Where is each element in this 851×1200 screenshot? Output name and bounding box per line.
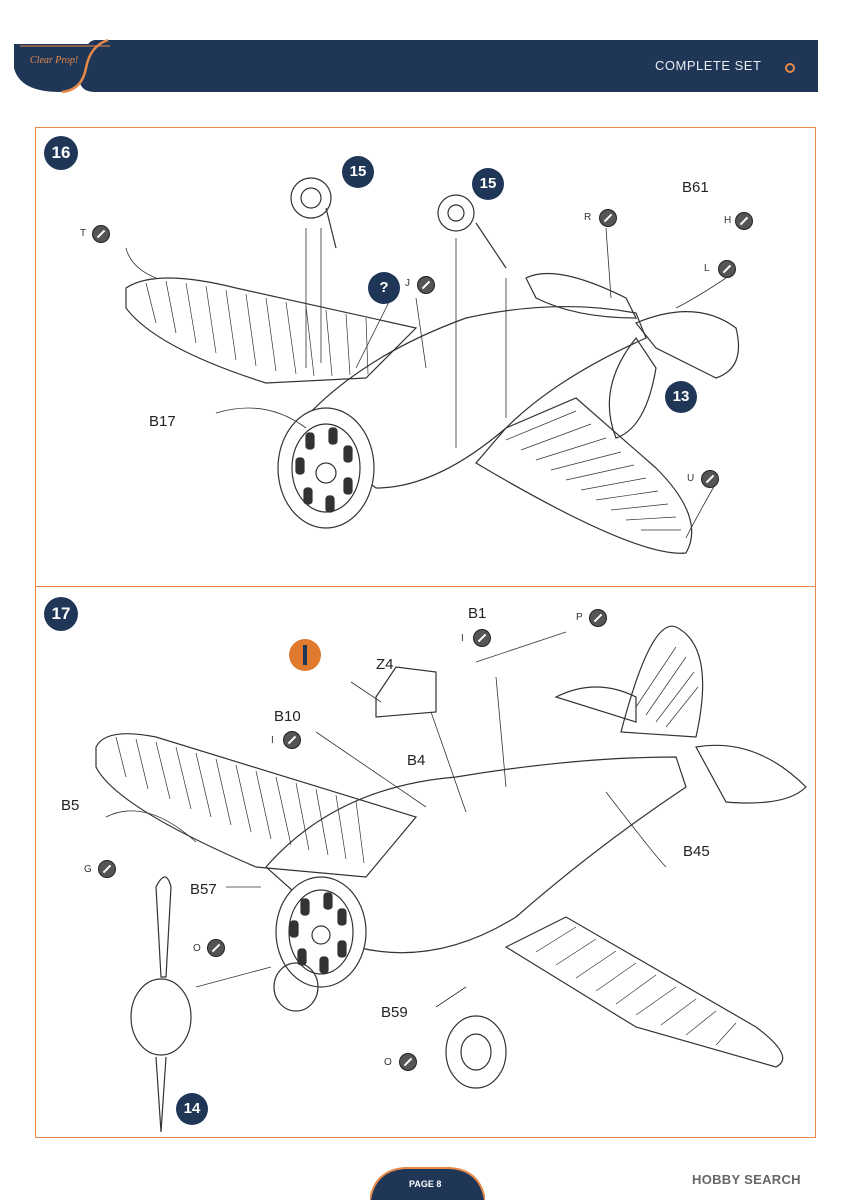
glue-icon xyxy=(207,939,225,957)
glue-label: I xyxy=(461,633,464,644)
glue-icon xyxy=(92,225,110,243)
glue-label: U xyxy=(687,473,695,484)
subassembly-badge: 13 xyxy=(665,381,697,413)
part-label-z4: Z4 xyxy=(376,656,394,673)
step-number: 16 xyxy=(44,136,78,170)
subassembly-badge: 15 xyxy=(472,168,504,200)
glue-label: O xyxy=(384,1057,392,1068)
part-label-b5: B5 xyxy=(61,797,80,814)
glue-icon xyxy=(599,209,617,227)
watermark: HOBBY SEARCH xyxy=(692,1172,801,1187)
glue-icon xyxy=(473,629,491,647)
logo: Clear Prop! xyxy=(30,50,90,80)
step-16-aircraft-drawing xyxy=(125,177,740,554)
question-icon: ? xyxy=(368,272,400,304)
glue-icon xyxy=(735,212,753,230)
subassembly-badge: 15 xyxy=(342,156,374,188)
glue-icon xyxy=(701,470,719,488)
step-16-panel: 16 15 15 13 ? B17 B61 T R H L J U xyxy=(35,127,816,587)
part-label-b10: B10 xyxy=(274,708,301,725)
glue-icon xyxy=(589,609,607,627)
step-number: 17 xyxy=(44,597,78,631)
drill-icon xyxy=(289,639,321,671)
header-bar xyxy=(14,38,818,94)
glue-icon xyxy=(283,731,301,749)
glue-label: O xyxy=(193,943,201,954)
glue-label: P xyxy=(576,612,583,623)
part-label-b61: B61 xyxy=(682,179,709,196)
glue-label: G xyxy=(84,864,92,875)
footer-tab xyxy=(370,1167,485,1200)
glue-label: R xyxy=(584,212,592,223)
page-number: PAGE 8 xyxy=(409,1179,442,1189)
glue-label: I xyxy=(271,735,274,746)
step-17-panel: 17 14 B1 Z4 B10 B4 B5 B45 B57 B59 I P I … xyxy=(35,586,816,1138)
part-label-b1: B1 xyxy=(468,605,487,622)
part-label-b4: B4 xyxy=(407,752,426,769)
header-title: COMPLETE SET xyxy=(655,58,762,73)
glue-icon xyxy=(399,1053,417,1071)
glue-label: T xyxy=(80,228,87,239)
part-label-b57: B57 xyxy=(190,881,217,898)
glue-icon xyxy=(98,860,116,878)
logo-text: Clear Prop! xyxy=(30,55,79,66)
glue-label: J xyxy=(405,278,410,289)
glue-icon xyxy=(718,260,736,278)
part-label-b17: B17 xyxy=(149,413,176,430)
step-17-aircraft-drawing xyxy=(95,625,807,1133)
part-label-b45: B45 xyxy=(683,843,710,860)
part-label-b59: B59 xyxy=(381,1004,408,1021)
glue-label: H xyxy=(724,215,732,226)
glue-label: L xyxy=(704,263,710,274)
subassembly-badge: 14 xyxy=(176,1093,208,1125)
glue-icon xyxy=(417,276,435,294)
